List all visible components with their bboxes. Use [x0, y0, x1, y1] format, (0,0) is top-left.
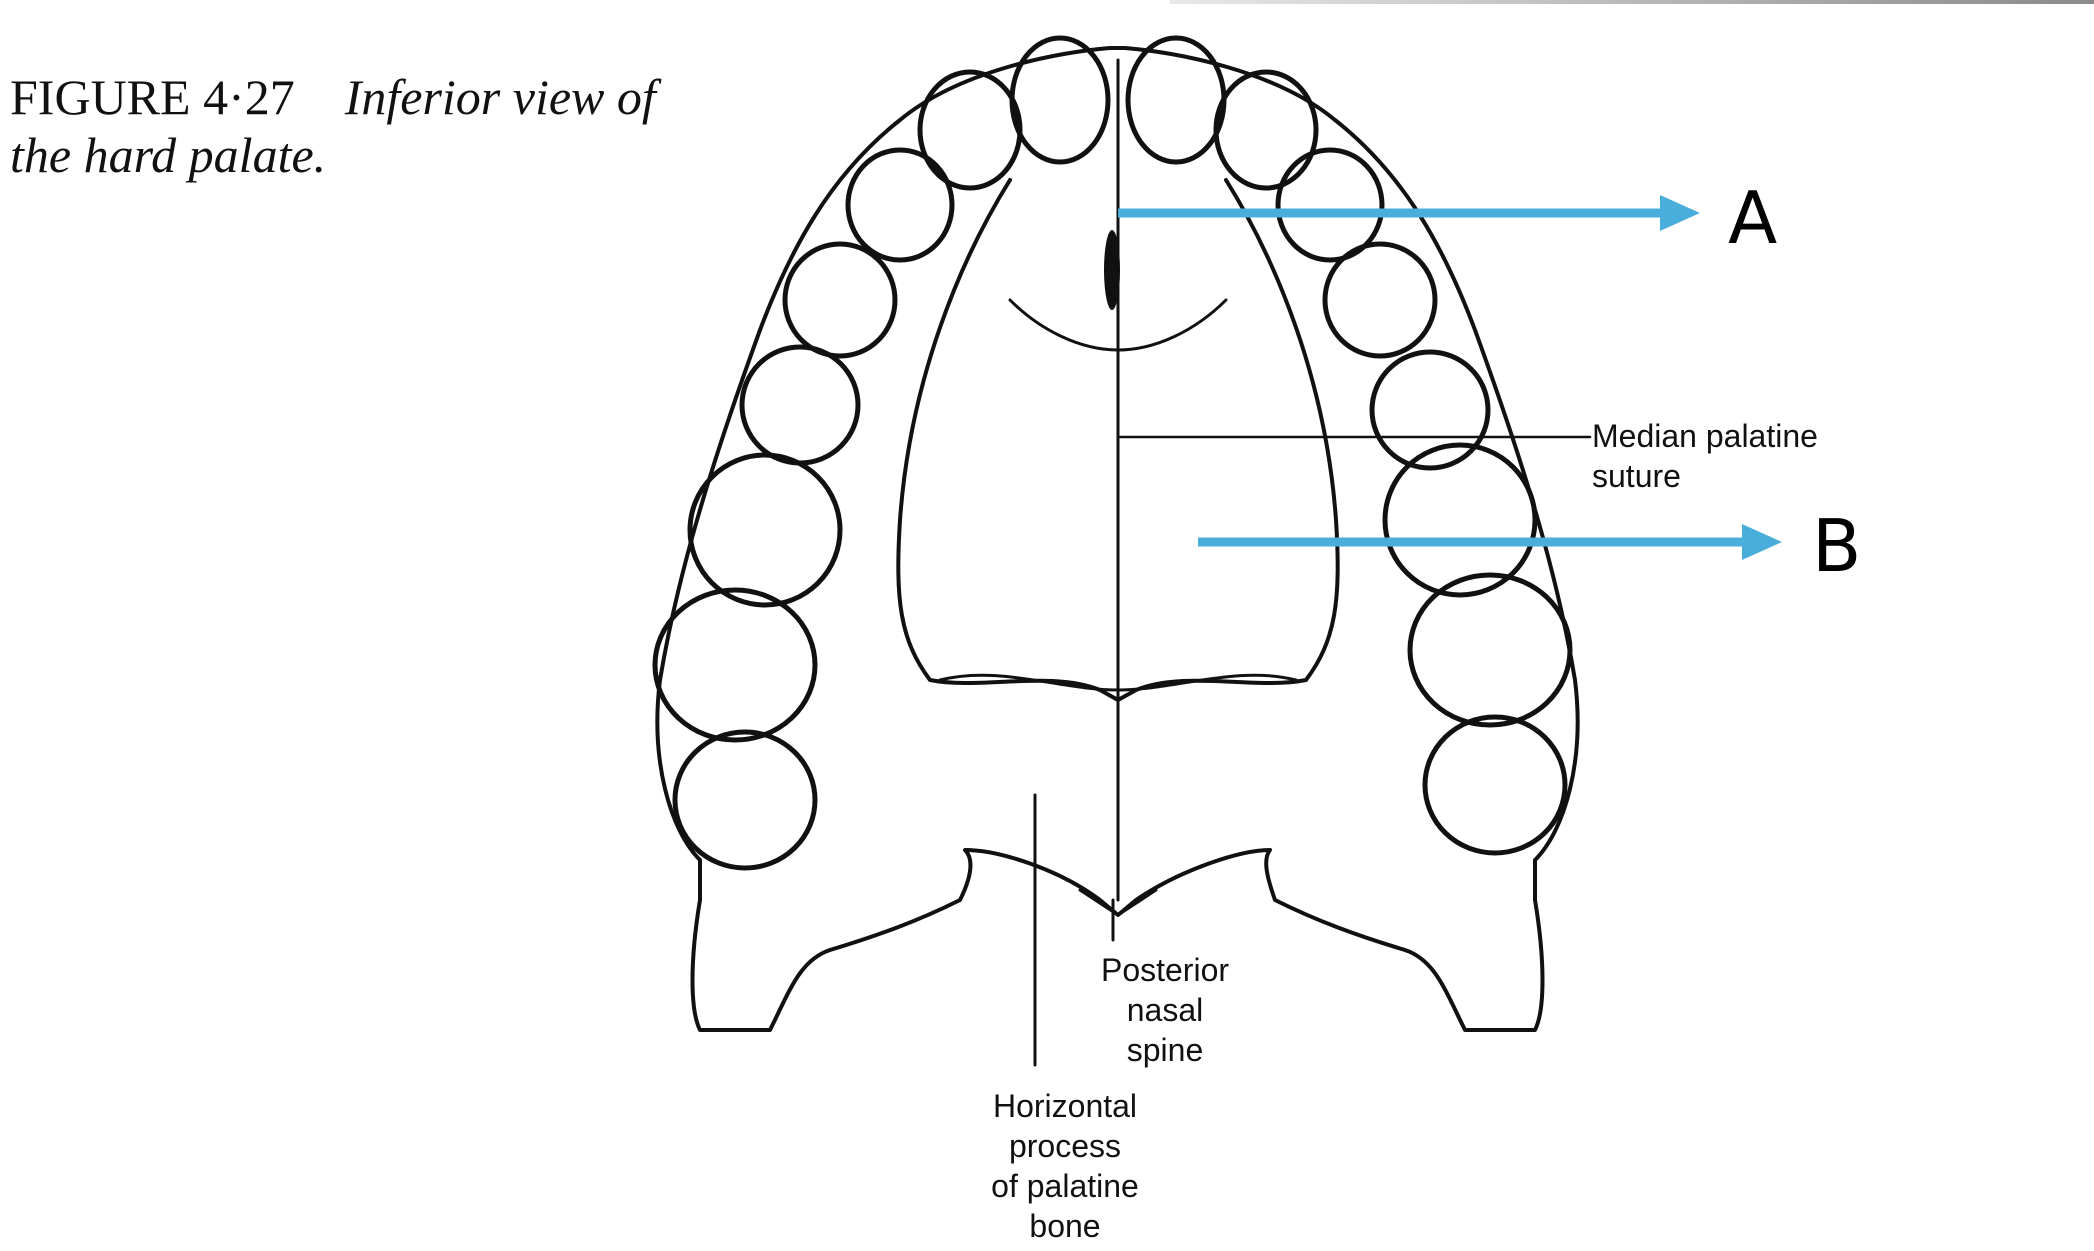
figure-caption: FIGURE 4·27 Inferior view of the hard pa… — [10, 68, 770, 184]
median-palatine-suture-label-line1: Median palatine — [1592, 418, 1818, 454]
marker-a: A — [1728, 176, 1778, 260]
horizontal-process-label-line1: Horizontal — [992, 1088, 1138, 1124]
posterior-nasal-spine-label-line1: Posterior — [1100, 952, 1230, 988]
median-palatine-suture-label: Median palatine suture — [1592, 416, 1818, 496]
horizontal-process-label: Horizontal process of palatine bone — [955, 1086, 1175, 1246]
top-edge-strip — [1170, 0, 2094, 4]
posterior-nasal-spine-label-line2: nasal — [1126, 992, 1204, 1028]
posterior-nasal-spine-label: Posterior nasal spine — [1085, 950, 1245, 1070]
posterior-nasal-spine-label-line3: spine — [1126, 1032, 1204, 1068]
figure-title-line1: Inferior view of — [344, 69, 656, 125]
teeth-right — [1125, 35, 1573, 856]
teeth-left — [652, 35, 1111, 871]
posterior-nasal-spine — [1078, 888, 1158, 917]
incisive-suture — [1008, 298, 1228, 352]
transverse-palatine-suture — [938, 673, 1298, 692]
annotation-arrows — [1118, 195, 1782, 560]
marker-b: B — [1812, 504, 1862, 588]
figure-title-line2: the hard palate. — [10, 127, 327, 183]
incisive-foramen — [1104, 230, 1120, 310]
horizontal-process-label-line3: of palatine — [991, 1168, 1139, 1204]
horizontal-process-label-line4: bone — [1029, 1208, 1101, 1244]
median-palatine-suture-label-line2: suture — [1592, 458, 1681, 494]
horizontal-process-label-line2: process — [1008, 1128, 1122, 1164]
figure-number: FIGURE 4·27 — [10, 69, 295, 125]
